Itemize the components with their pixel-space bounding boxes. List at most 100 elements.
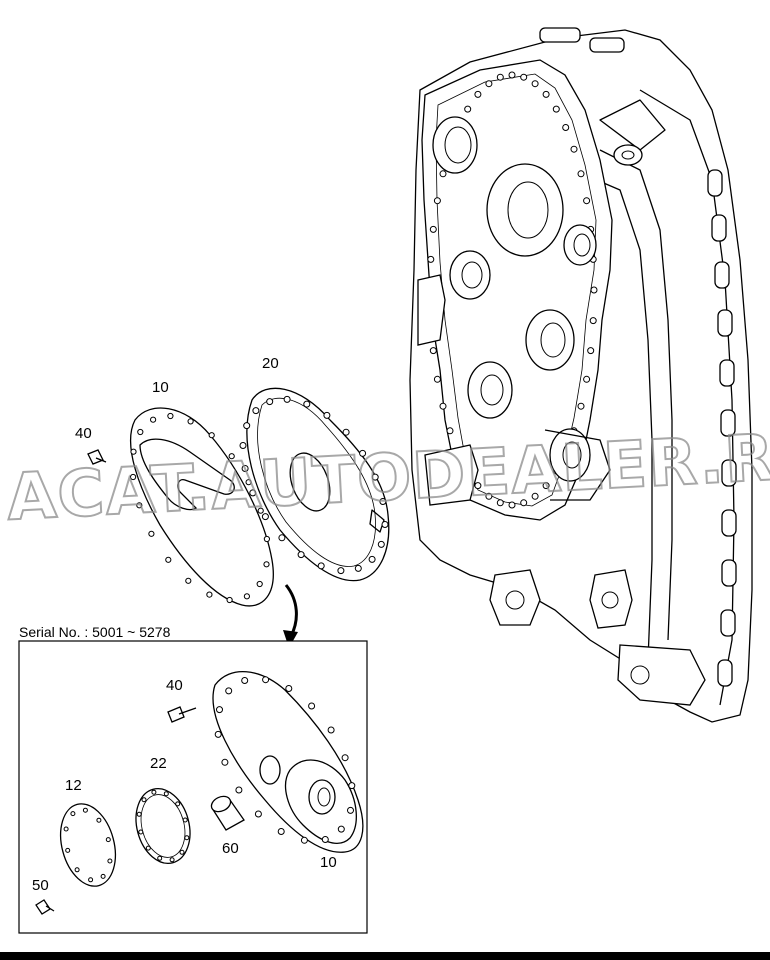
bolt-hole (235, 786, 243, 794)
bolt-hole (439, 170, 447, 178)
bolt-hole (221, 758, 229, 766)
bolt-hole (243, 422, 251, 430)
bolt-hole (257, 507, 264, 514)
inset-screw-part-50 (35, 899, 55, 915)
bolt-hole (446, 427, 454, 435)
bolt-hole (485, 80, 493, 88)
bolt-hole (105, 837, 111, 843)
bolt-hole (433, 375, 441, 383)
bolt-hole (262, 676, 270, 684)
bolt-hole (187, 418, 194, 425)
bolt-hole (542, 90, 550, 98)
bolt-hole (138, 829, 144, 835)
bolt-hole (208, 432, 215, 439)
bolt-hole (74, 867, 80, 873)
bolt-hole (542, 482, 550, 490)
bottom-bar (0, 952, 770, 960)
gasket-20-bolt-holes (239, 395, 389, 575)
bolt-hole (590, 286, 598, 294)
inset-callout-12: 12 (65, 777, 82, 794)
inset-bolt-part-40 (167, 706, 197, 723)
bolt-hole (429, 347, 437, 355)
bolt-hole (82, 807, 88, 813)
bolt-hole (169, 857, 175, 863)
callout-20: 20 (262, 355, 279, 372)
bolt-hole (136, 502, 143, 509)
bolt-hole (184, 835, 190, 841)
bolt-hole (439, 402, 447, 410)
bolt-hole (277, 828, 285, 835)
bolt-hole (167, 412, 174, 420)
bolt-hole (508, 71, 516, 79)
bolt-hole (427, 255, 435, 263)
inset-callout-60: 60 (222, 840, 239, 857)
inset-plate-part-12 (59, 803, 117, 887)
bolt-hole (70, 811, 76, 817)
bolt-hole (303, 400, 311, 408)
bolt-hole (254, 810, 262, 818)
bolt-hole (379, 498, 387, 505)
bolt-hole (577, 402, 585, 410)
bolt-hole (570, 145, 578, 153)
bolt-hole (347, 806, 354, 814)
bolt-hole (263, 535, 270, 543)
gasket-part-20 (239, 387, 390, 582)
bolt-hole (321, 836, 329, 843)
bolt-hole (216, 706, 223, 714)
bolt-hole (278, 534, 286, 542)
bolt-hole (182, 817, 188, 823)
bolt-hole (496, 73, 504, 81)
inset-cover-part-10 (212, 671, 364, 853)
bolt-hole (531, 492, 539, 500)
bolt-hole (531, 80, 539, 88)
bolt-hole (485, 492, 493, 500)
bolt-hole (562, 124, 570, 131)
inset-callout-50: 50 (32, 877, 49, 894)
bolt-hole (137, 428, 144, 436)
bolt-hole (371, 473, 379, 481)
callout-10: 10 (152, 379, 169, 396)
bolt-hole (433, 197, 441, 205)
bolt-hole (107, 858, 113, 864)
inset-reference-arrow (283, 584, 298, 648)
bolt-hole (165, 556, 172, 563)
bolt-hole (496, 499, 504, 507)
inset-callout-22: 22 (150, 755, 167, 772)
callout-labels: 20 10 40 Serial No. : 5001 ~ 5278 40 22 … (19, 355, 337, 894)
bolt-hole (263, 561, 270, 568)
transmission-housing (409, 27, 753, 723)
bolt-hole (141, 797, 147, 803)
inset-seal-part-60 (210, 795, 245, 831)
bolt-hole (552, 105, 560, 113)
bolt-hole (179, 849, 185, 855)
bolt-hole (241, 465, 249, 472)
bolt-hole (359, 449, 367, 457)
bolt-hole (348, 782, 356, 790)
bolt-hole (300, 836, 308, 844)
bolt-hole (317, 562, 325, 570)
inset-gasket-part-22 (135, 788, 191, 864)
bolt-hole (145, 845, 151, 851)
bolt-hole (577, 170, 585, 178)
bolt-hole (214, 730, 222, 738)
bolt-hole (474, 90, 482, 98)
bolt-hole (283, 395, 291, 403)
bolt-hole (583, 375, 591, 383)
bolt-part-40 (87, 449, 107, 465)
inset-detail-box (18, 640, 368, 934)
bolt-hole (88, 877, 94, 883)
serial-number-label: Serial No. : 5001 ~ 5278 (19, 624, 171, 640)
bolt-hole (185, 577, 192, 584)
bolt-hole (157, 855, 163, 861)
bolt-hole (256, 580, 263, 588)
bolt-hole (377, 540, 385, 548)
bolt-hole (243, 593, 250, 600)
bolt-hole (587, 347, 595, 355)
bolt-hole (225, 687, 233, 695)
bolt-hole (96, 817, 102, 823)
inset-plate-12-bolt-holes (63, 807, 113, 883)
bolt-hole (206, 591, 213, 598)
bolt-hole (337, 825, 345, 833)
housing-bores (432, 116, 597, 482)
bolt-hole (354, 564, 362, 572)
